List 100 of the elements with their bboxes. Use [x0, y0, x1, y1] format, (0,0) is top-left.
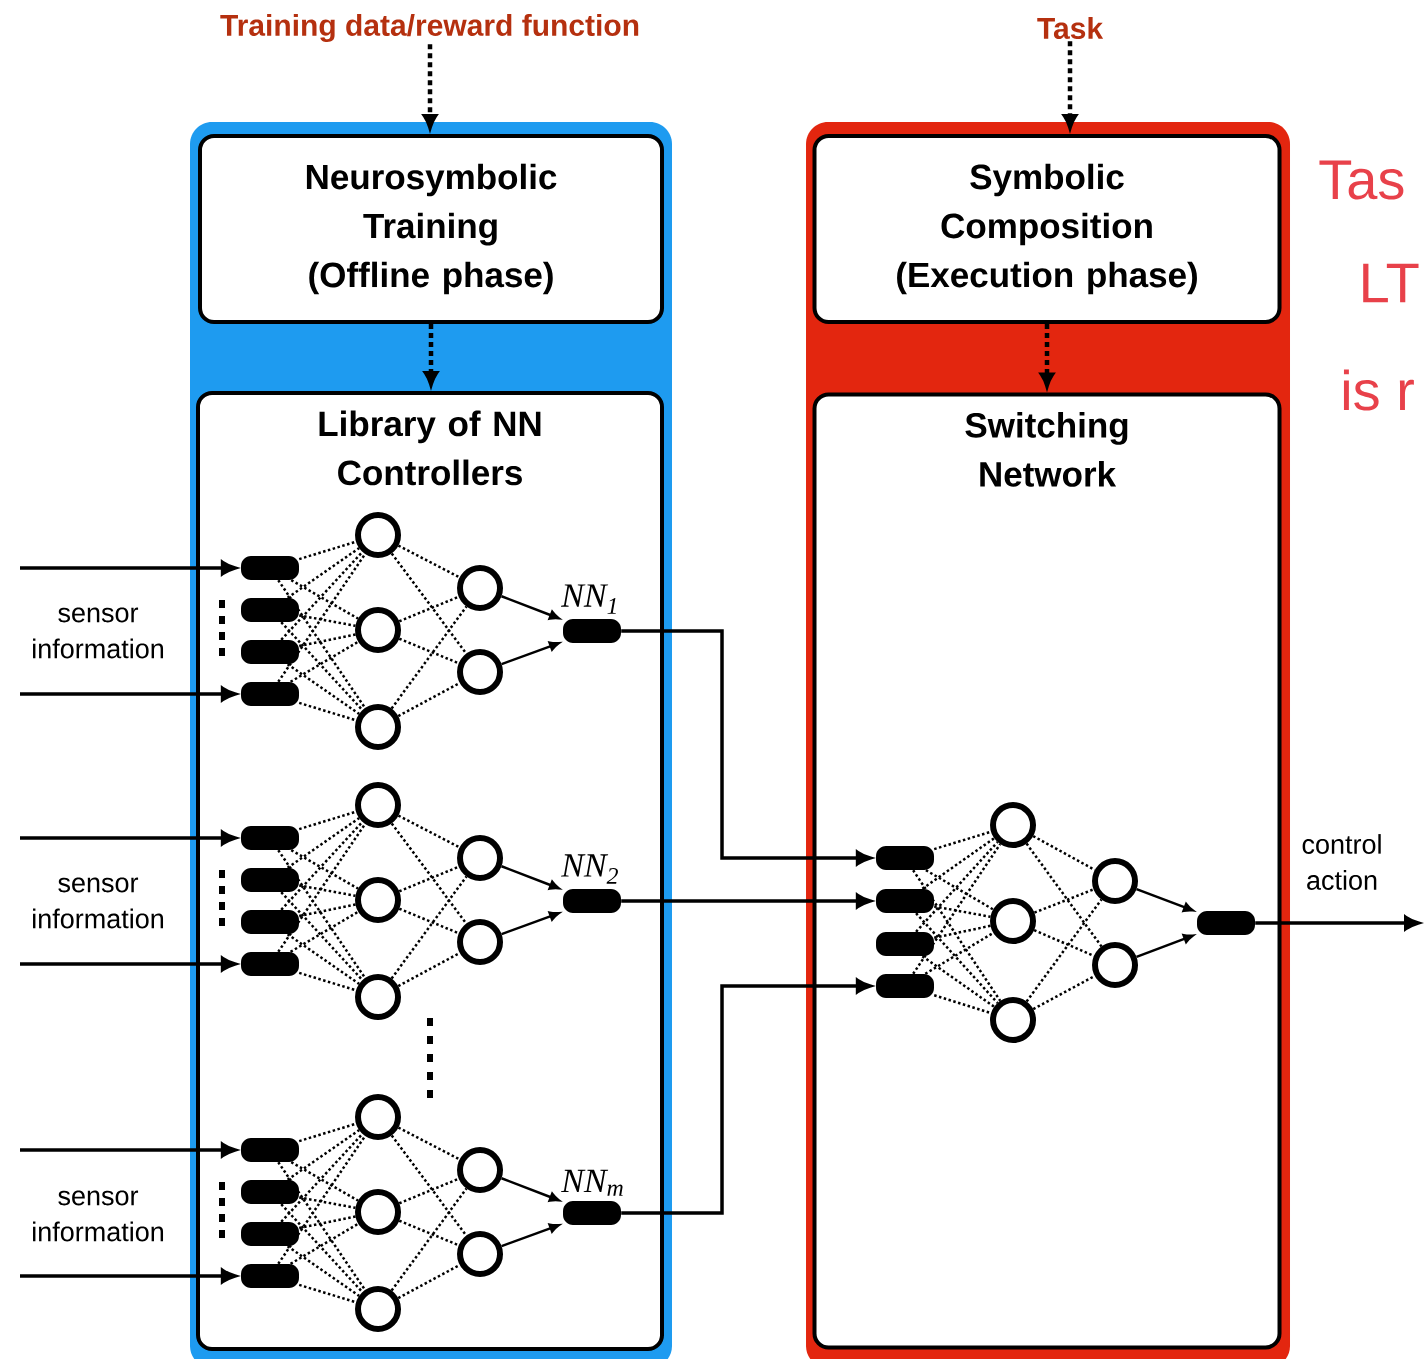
connection-line [280, 621, 364, 711]
arrow [501, 1223, 560, 1248]
connection-line [912, 843, 1002, 975]
arrow [501, 865, 560, 890]
connection-line [277, 553, 367, 683]
connection-line [1025, 898, 1103, 1003]
connection-line [915, 841, 999, 933]
process-box: Symbolic Composition (Execution phase) [812, 134, 1282, 324]
connection-line [397, 1126, 461, 1161]
neuron-bar [241, 1138, 299, 1162]
neuron-bar [241, 556, 299, 580]
connection-line [289, 1222, 359, 1265]
neuron-bar [241, 1264, 299, 1288]
neuron-bar [241, 826, 299, 850]
neuron-circle [355, 512, 401, 558]
connection-line [286, 933, 360, 985]
connection-line [390, 1134, 468, 1237]
connection-line [277, 849, 367, 979]
neuron-circle [457, 1147, 503, 1193]
connection-line [397, 544, 461, 579]
connection-line [277, 823, 367, 953]
neuron-circle [355, 1189, 401, 1235]
neuron-circle [457, 565, 503, 611]
connection-line [280, 821, 364, 911]
process-box: Neurosymbolic Training (Offline phase) [198, 134, 664, 324]
note-text: is r [1343, 369, 1414, 411]
connection-line [390, 822, 468, 925]
neuron-bar [876, 846, 934, 870]
connection-line [912, 869, 1002, 1002]
connection-line [915, 912, 999, 1004]
connection-line [398, 1219, 460, 1247]
connection-line [397, 681, 461, 718]
arrow [501, 1177, 560, 1202]
connection-line [298, 810, 357, 831]
connection-line [390, 875, 468, 980]
heading-text: Task [1037, 17, 1104, 39]
connection-line [398, 595, 460, 623]
neuron-circle [990, 898, 1036, 944]
connection-line [289, 910, 359, 953]
connection-line [280, 891, 364, 981]
neuron-circle [355, 974, 401, 1020]
connection-line [390, 1187, 468, 1292]
connection-line [397, 814, 461, 849]
neuron-circle [355, 704, 401, 750]
connection-line [298, 971, 357, 992]
neuron-circle [1092, 942, 1138, 988]
neuron-bar [241, 640, 299, 664]
connection-line [933, 830, 992, 851]
neuron-bar [563, 889, 621, 913]
connection-line [289, 640, 359, 683]
neuron-bar [241, 1180, 299, 1204]
neuron-bar [241, 910, 299, 934]
connection-line [398, 1177, 460, 1205]
connection-line [933, 924, 991, 939]
neuron-circle [457, 649, 503, 695]
neuron-circle [355, 607, 401, 653]
arrow [501, 641, 560, 666]
connection-line [290, 849, 359, 890]
neuron-circle [1092, 858, 1138, 904]
connection-line [286, 1245, 360, 1297]
neuron-circle [355, 1286, 401, 1332]
connection-line [286, 817, 360, 869]
sensor-label: control action [1302, 834, 1381, 890]
connection-line [299, 1196, 356, 1210]
connection-line [398, 907, 460, 935]
sensor-label: sensor information [33, 1190, 163, 1242]
connection-line [277, 579, 367, 709]
neuron-bar [241, 598, 299, 622]
heading-text: Training data/reward function [220, 13, 639, 43]
connection-line [298, 884, 356, 898]
connection-line [1025, 842, 1103, 948]
connection-line [390, 552, 468, 655]
connection-line [398, 865, 460, 893]
connection-line [298, 540, 357, 561]
connection-line [1033, 928, 1095, 958]
neuron-circle [457, 919, 503, 965]
neuron-circle [457, 1231, 503, 1277]
connection-line [280, 1133, 364, 1223]
connection-line [280, 551, 364, 641]
connection-line [277, 1161, 367, 1291]
neuron-bar [876, 889, 934, 913]
sensor-label: sensor information [33, 607, 163, 659]
connection-line [397, 951, 461, 988]
network-label: NN$_{1}$ [560, 584, 616, 614]
neuron-bar [876, 974, 934, 998]
neuron-bar [563, 1201, 621, 1225]
arrow [501, 911, 560, 936]
connection-line [1032, 834, 1096, 872]
neuron-bar [1197, 911, 1255, 935]
connection-line [299, 614, 356, 628]
note-text: LT [1363, 263, 1419, 303]
connection-line [298, 1215, 356, 1230]
neuron-circle [355, 782, 401, 828]
connection-line [398, 637, 460, 665]
connection-line [925, 869, 994, 911]
neuron-circle [355, 877, 401, 923]
neuron-bar [241, 868, 299, 892]
network-label: NN$_{m}$ [560, 1169, 623, 1196]
connection-line [921, 955, 995, 1008]
connection-line [298, 1283, 357, 1304]
